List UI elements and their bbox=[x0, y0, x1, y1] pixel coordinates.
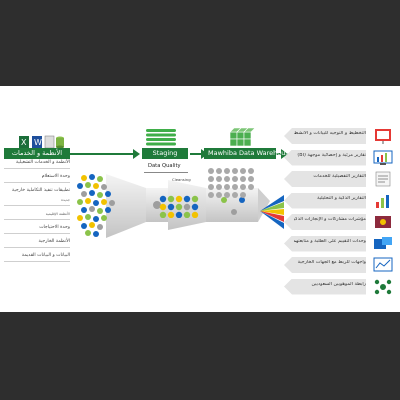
source-item: الأنظمة و الخدمات التشغيلية bbox=[4, 160, 70, 169]
output-label: مؤشرات مشاركات و الإنجازات الذكية bbox=[294, 217, 366, 222]
source-data-cluster bbox=[77, 174, 115, 237]
staging-stack-icon bbox=[146, 129, 176, 146]
output-band bbox=[284, 192, 366, 209]
output-row: التقارير الذكية و التحليلية bbox=[284, 191, 398, 213]
output-band bbox=[284, 171, 366, 187]
warehouse-data-grid bbox=[208, 168, 254, 198]
output-row: التخطيط و التوجيه للبيانات و الأنشطة bbox=[284, 126, 398, 148]
source-item: وحدة الاحتياجات bbox=[4, 225, 70, 234]
output-band bbox=[284, 257, 366, 273]
output-row: التقارير التفصيلية للخدمات bbox=[284, 169, 398, 191]
flow-line-2 bbox=[190, 153, 202, 155]
svg-text:W: W bbox=[34, 138, 42, 147]
warehouse-cube-icon bbox=[229, 127, 256, 147]
source-item: الأنظمة الإقليمية bbox=[4, 211, 70, 220]
office-files-icon: X W bbox=[19, 135, 64, 149]
output-label: وحدات التقييم على الطلبة و متابعتهم bbox=[294, 238, 366, 244]
output-band bbox=[284, 278, 366, 295]
flow-line-1 bbox=[70, 153, 134, 155]
output-label: التخطيط و التوجيه للبيانات و الأنشطة bbox=[294, 131, 366, 136]
assessment-icon bbox=[374, 236, 392, 249]
output-label: تقارير مرئية و إحصائية موجهة (BI) bbox=[297, 152, 366, 158]
staging-divider bbox=[144, 172, 188, 173]
flow-line-3 bbox=[276, 153, 282, 155]
output-row: واجهات للربط مع الجهات الخارجية bbox=[284, 255, 398, 277]
detailed-report-icon bbox=[375, 171, 391, 187]
output-band bbox=[284, 235, 366, 252]
cleansing-label: Cleansing bbox=[172, 177, 191, 182]
source-item: وحدة الاستعلام bbox=[4, 174, 70, 183]
output-label: التقارير التفصيلية للخدمات bbox=[313, 174, 366, 179]
bi-report-icon bbox=[373, 150, 393, 165]
source-item: البيانات و البيانات القديمة bbox=[4, 253, 70, 262]
svg-text:X: X bbox=[21, 138, 27, 147]
staging-data-grid bbox=[159, 195, 199, 218]
source-file-icons: X W bbox=[18, 134, 66, 149]
kpi-icon bbox=[375, 216, 391, 228]
warehouse-label: Mawhiba Data Warehouse bbox=[204, 148, 293, 159]
output-band bbox=[284, 128, 366, 144]
analytics-icon bbox=[376, 194, 389, 208]
source-item: جديدة bbox=[4, 197, 70, 206]
output-row: تقارير مرئية و إحصائية موجهة (BI) bbox=[284, 148, 398, 170]
sources-label: الأنظمة و الخدمات bbox=[4, 148, 70, 159]
output-label: رابطة الموهوبين السعوديين bbox=[311, 281, 366, 287]
flow-arrow-1 bbox=[133, 149, 140, 159]
output-label: التقارير الذكية و التحليلية bbox=[317, 195, 366, 201]
source-item: تطبيقات تنفيذ التكاملية خارجية bbox=[11, 188, 70, 193]
diagram-panel: X W الأنظمة و الخدمات Staging Data Quali… bbox=[0, 86, 400, 312]
sources-list: الأنظمة و الخدمات التشغيلية وحدة الاستعل… bbox=[4, 160, 70, 267]
output-band bbox=[284, 214, 366, 230]
output-fan bbox=[260, 195, 284, 229]
source-item: الأنظمة الخارجية bbox=[4, 239, 70, 248]
integration-icon bbox=[373, 257, 393, 272]
output-row: وحدات التقييم على الطلبة و متابعتهم bbox=[284, 234, 398, 256]
planning-icon bbox=[375, 129, 391, 144]
outputs-list: التخطيط و التوجيه للبيانات و الأنشطة تقا… bbox=[284, 126, 398, 298]
flow-arrow-3 bbox=[281, 149, 288, 159]
data-quality-label: Data Quality bbox=[148, 163, 181, 169]
output-row: رابطة الموهوبين السعوديين bbox=[284, 277, 398, 299]
output-band bbox=[284, 149, 366, 166]
output-label: واجهات للربط مع الجهات الخارجية bbox=[297, 260, 366, 265]
network-icon bbox=[374, 279, 392, 294]
staging-label: Staging bbox=[142, 148, 188, 159]
output-row: مؤشرات مشاركات و الإنجازات الذكية bbox=[284, 212, 398, 234]
